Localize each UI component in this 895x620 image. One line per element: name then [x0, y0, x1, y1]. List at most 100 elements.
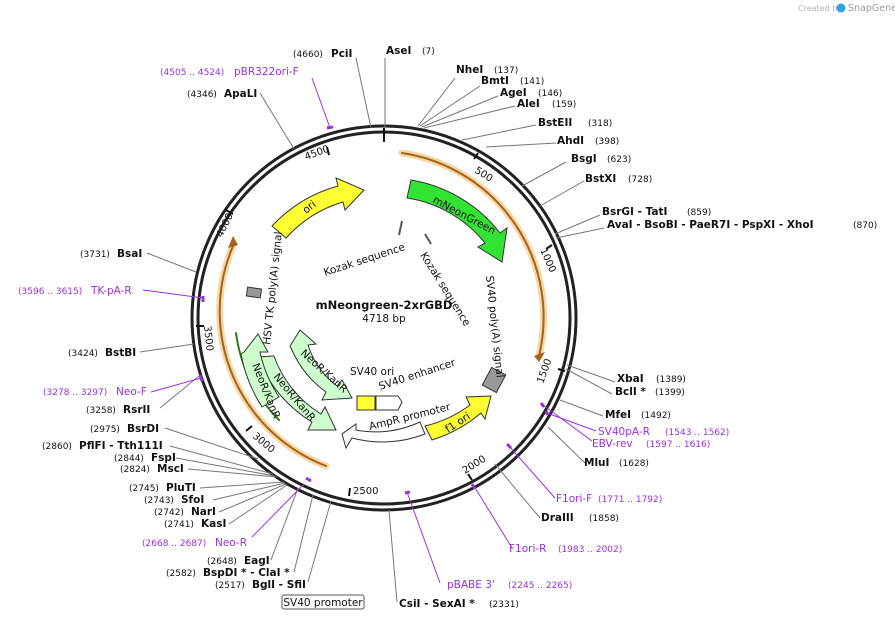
enzyme-pflfi-tth111i: PflFI - Tth111I [79, 440, 163, 452]
primer-neo-f: Neo-F [116, 386, 147, 398]
feature-kozak-2 [424, 233, 432, 245]
feature-ori [271, 177, 365, 239]
primer-f1ori-r: F1ori-R [509, 543, 546, 555]
primer-leaders [142, 77, 597, 584]
enzyme-csii-sexai-pos: (2331) [489, 600, 519, 610]
credit-brand: SnapGene [848, 3, 895, 14]
enzyme-csii-sexai: CsiI - SexAI * [399, 598, 475, 610]
orf-arcs [216, 149, 548, 470]
enzyme-xbai-pos: (1389) [656, 375, 686, 385]
enzyme-bsrgi-tati: BsrGI - TatI [602, 206, 667, 218]
enzyme-pluti-pos: (2745) [129, 484, 159, 494]
feature-f1-ori [424, 395, 492, 441]
enzyme-bspdi-clai-pos: (2582) [166, 569, 196, 579]
feature-neor-kanr-2 [240, 333, 280, 408]
enzyme-ahdi-pos: (398) [595, 137, 619, 147]
tick-3500: 3500 [201, 325, 215, 351]
primer-sv40pa-r-range: (1543 .. 1562) [665, 428, 729, 438]
enzyme-bcli: BclI * [615, 386, 646, 398]
enzyme-bsgi-pos: (623) [607, 155, 631, 165]
enzyme-apali-pos: (4346) [187, 90, 217, 100]
primer-sv40pa-r: SV40pA-R [598, 426, 650, 438]
enzyme-pflfi-tth111i-pos: (2860) [42, 442, 72, 452]
enzyme-mlui-pos: (1628) [619, 459, 649, 469]
enzyme-labels: AseI (7) PciI (4660) NheI (137) BmtI (14… [42, 45, 877, 610]
enzyme-nhei: NheI [456, 64, 483, 76]
enzyme-ahdi: AhdI [557, 135, 584, 147]
tick-1500: 1500 [535, 357, 554, 385]
primer-f1ori-f-range: (1771 .. 1792) [598, 495, 662, 505]
enzyme-nhei-pos: (137) [494, 66, 518, 76]
primer-labels: pBR322ori-F (4505 .. 4524) TK-pA-R (3596… [18, 66, 729, 591]
enzyme-bsrgi-tati-pos: (859) [687, 208, 711, 218]
feature-label-kozak-1: Kozak sequence [322, 241, 406, 279]
enzyme-msci-pos: (2824) [120, 465, 150, 475]
enzyme-draiii-pos: (1858) [589, 514, 619, 524]
enzyme-xbai: XbaI [617, 373, 644, 385]
primer-neo-f-range: (3278 .. 3297) [43, 388, 107, 398]
primer-ebv-rev: EBV-rev [592, 438, 633, 450]
enzyme-bmti-pos: (141) [520, 77, 544, 87]
feature-hsv-tk-polya [245, 286, 263, 299]
enzyme-kasi: KasI [201, 518, 226, 530]
enzyme-draiii: DraIII [541, 512, 574, 524]
primer-pbr322ori-f: pBR322ori-F [234, 66, 299, 78]
enzyme-bsai-pos: (3731) [80, 250, 110, 260]
primer-neo-r: Neo-R [215, 537, 247, 549]
enzyme-bcli-pos: (1399) [655, 388, 685, 398]
feature-label-sv40-promoter: SV40 promoter [283, 597, 363, 609]
feature-label-sv40-ori: SV40 ori [350, 366, 394, 378]
feature-neor-kanr-1 [257, 355, 337, 431]
feature-mneongreen [406, 179, 508, 263]
tick-2500: 2500 [353, 486, 378, 497]
plasmid-length: 4718 bp [362, 313, 406, 325]
enzyme-pluti: PluTI [166, 482, 196, 494]
enzyme-bstbi-pos: (3424) [68, 349, 98, 359]
primer-pbabe-3-range: (2245 .. 2265) [508, 581, 572, 591]
feature-label-sv40-polya: SV40 poly(A) signal [483, 275, 506, 378]
primer-pbabe-3: pBABE 3' [447, 579, 495, 591]
primer-pbr322ori-f-range: (4505 .. 4524) [160, 68, 224, 78]
enzyme-bgli-sfii-pos: (2517) [215, 581, 245, 591]
enzyme-alei: AleI [517, 98, 540, 110]
feature-sv40-enhancer [375, 395, 403, 411]
enzyme-mfei: MfeI [605, 409, 631, 421]
enzyme-bgli-sfii: BglI - SfiI [252, 579, 306, 591]
enzyme-rsrii: RsrII [123, 404, 150, 416]
primer-f1ori-f: F1ori-F [556, 493, 592, 505]
enzyme-agei-pos: (146) [538, 89, 562, 99]
enzyme-leaders [139, 57, 616, 603]
primer-tk-pa-r-range: (3596 .. 3615) [18, 287, 82, 297]
enzyme-pcii-pos: (4660) [293, 50, 323, 60]
feature-label-kozak-2: Kozak sequence [417, 250, 472, 328]
enzyme-apali: ApaLI [224, 88, 257, 100]
enzyme-avai-group-pos: (870) [853, 221, 877, 231]
feature-ampr-promoter [341, 421, 426, 450]
tick-4000: 4000 [215, 212, 236, 240]
enzyme-msci: MscI [157, 463, 184, 475]
enzyme-bmti: BmtI [481, 75, 509, 87]
primer-tk-pa-r: TK-pA-R [90, 285, 132, 297]
primer-ebv-rev-range: (1597 .. 1616) [646, 440, 710, 450]
enzyme-kasi-pos: (2741) [164, 520, 194, 530]
feature-kozak-1 [398, 220, 403, 236]
enzyme-bsgi: BsgI [571, 153, 597, 165]
enzyme-eagi-pos: (2648) [207, 557, 237, 567]
enzyme-sfoi-pos: (2743) [144, 496, 174, 506]
enzyme-bsrdi-pos: (2975) [90, 425, 120, 435]
enzyme-asei-pos: (7) [422, 47, 435, 57]
feature-neor-kanr-3 [289, 329, 353, 401]
enzyme-bsteii: BstEII [538, 117, 572, 129]
enzyme-bsrdi: BsrDI [127, 423, 159, 435]
enzyme-mlui: MluI [584, 457, 609, 469]
enzyme-nari-pos: (2742) [154, 508, 184, 518]
enzyme-nari: NarI [191, 506, 216, 518]
enzyme-bstxi: BstXI [585, 173, 616, 185]
primer-f1ori-r-range: (1983 .. 2002) [558, 545, 622, 555]
enzyme-pcii: PciI [331, 48, 352, 60]
enzyme-bsteii-pos: (318) [588, 119, 612, 129]
feature-sv40-polya [481, 366, 507, 394]
enzyme-bspdi-clai: BspDI * - ClaI * [203, 567, 290, 579]
enzyme-agei: AgeI [500, 87, 527, 99]
